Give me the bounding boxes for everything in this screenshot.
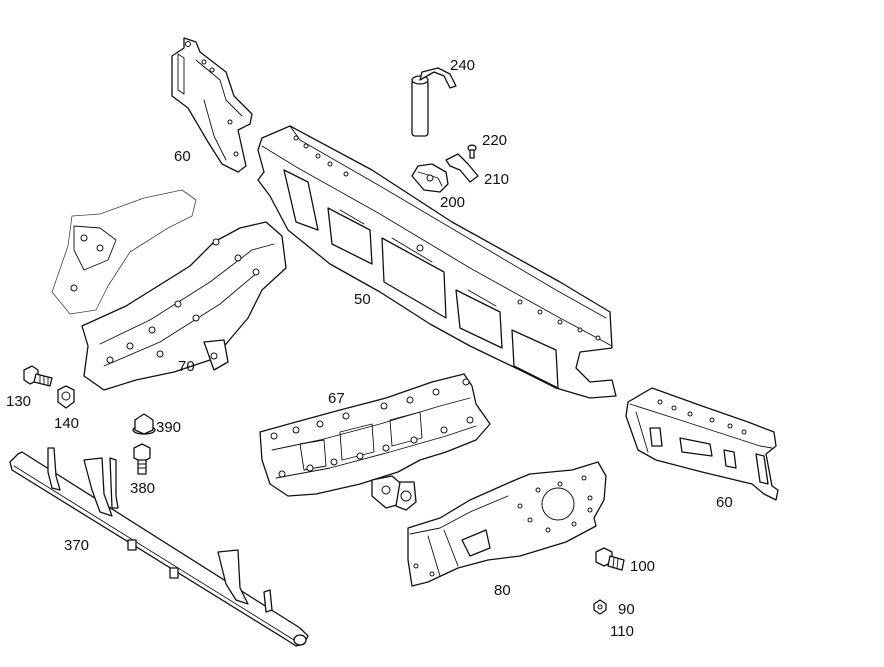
callout-50: 50 (354, 291, 371, 308)
callout-140: 140 (54, 415, 79, 432)
part-100-bolt (595, 547, 625, 571)
callout-130: 130 (6, 393, 31, 410)
callout-210: 210 (484, 171, 509, 188)
part-67-plate (259, 373, 491, 511)
part-60-top-bracket (171, 37, 253, 173)
part-50-crossmember (257, 125, 617, 399)
part-60-right-bracket (625, 387, 779, 501)
part-80-support (407, 461, 607, 587)
part-220-bolt (467, 144, 477, 159)
part-90-110-nut (593, 599, 607, 615)
part-130-bolt (23, 365, 53, 387)
callout-200: 200 (440, 194, 465, 211)
callout-370: 370 (64, 537, 89, 554)
callout-80: 80 (494, 582, 511, 599)
part-70-engine-mount (51, 189, 287, 391)
callout-60-top: 60 (174, 148, 191, 165)
callout-90: 90 (618, 601, 635, 618)
part-140-nut (57, 385, 75, 409)
callout-110: 110 (610, 623, 634, 640)
callout-67: 67 (328, 390, 345, 407)
part-370-tube (9, 447, 309, 647)
part-390-flange-nut (132, 413, 156, 435)
callout-240: 240 (450, 57, 475, 74)
part-240-pin (411, 67, 457, 137)
part-380-bolt (133, 443, 151, 475)
part-210-clip (445, 153, 479, 183)
callout-380: 380 (130, 480, 155, 497)
callout-100: 100 (630, 558, 655, 575)
callout-390: 390 (156, 419, 181, 436)
callout-70: 70 (178, 358, 195, 375)
callout-220: 220 (482, 132, 507, 149)
part-200-hinge (411, 163, 449, 193)
callout-60-right: 60 (716, 494, 733, 511)
